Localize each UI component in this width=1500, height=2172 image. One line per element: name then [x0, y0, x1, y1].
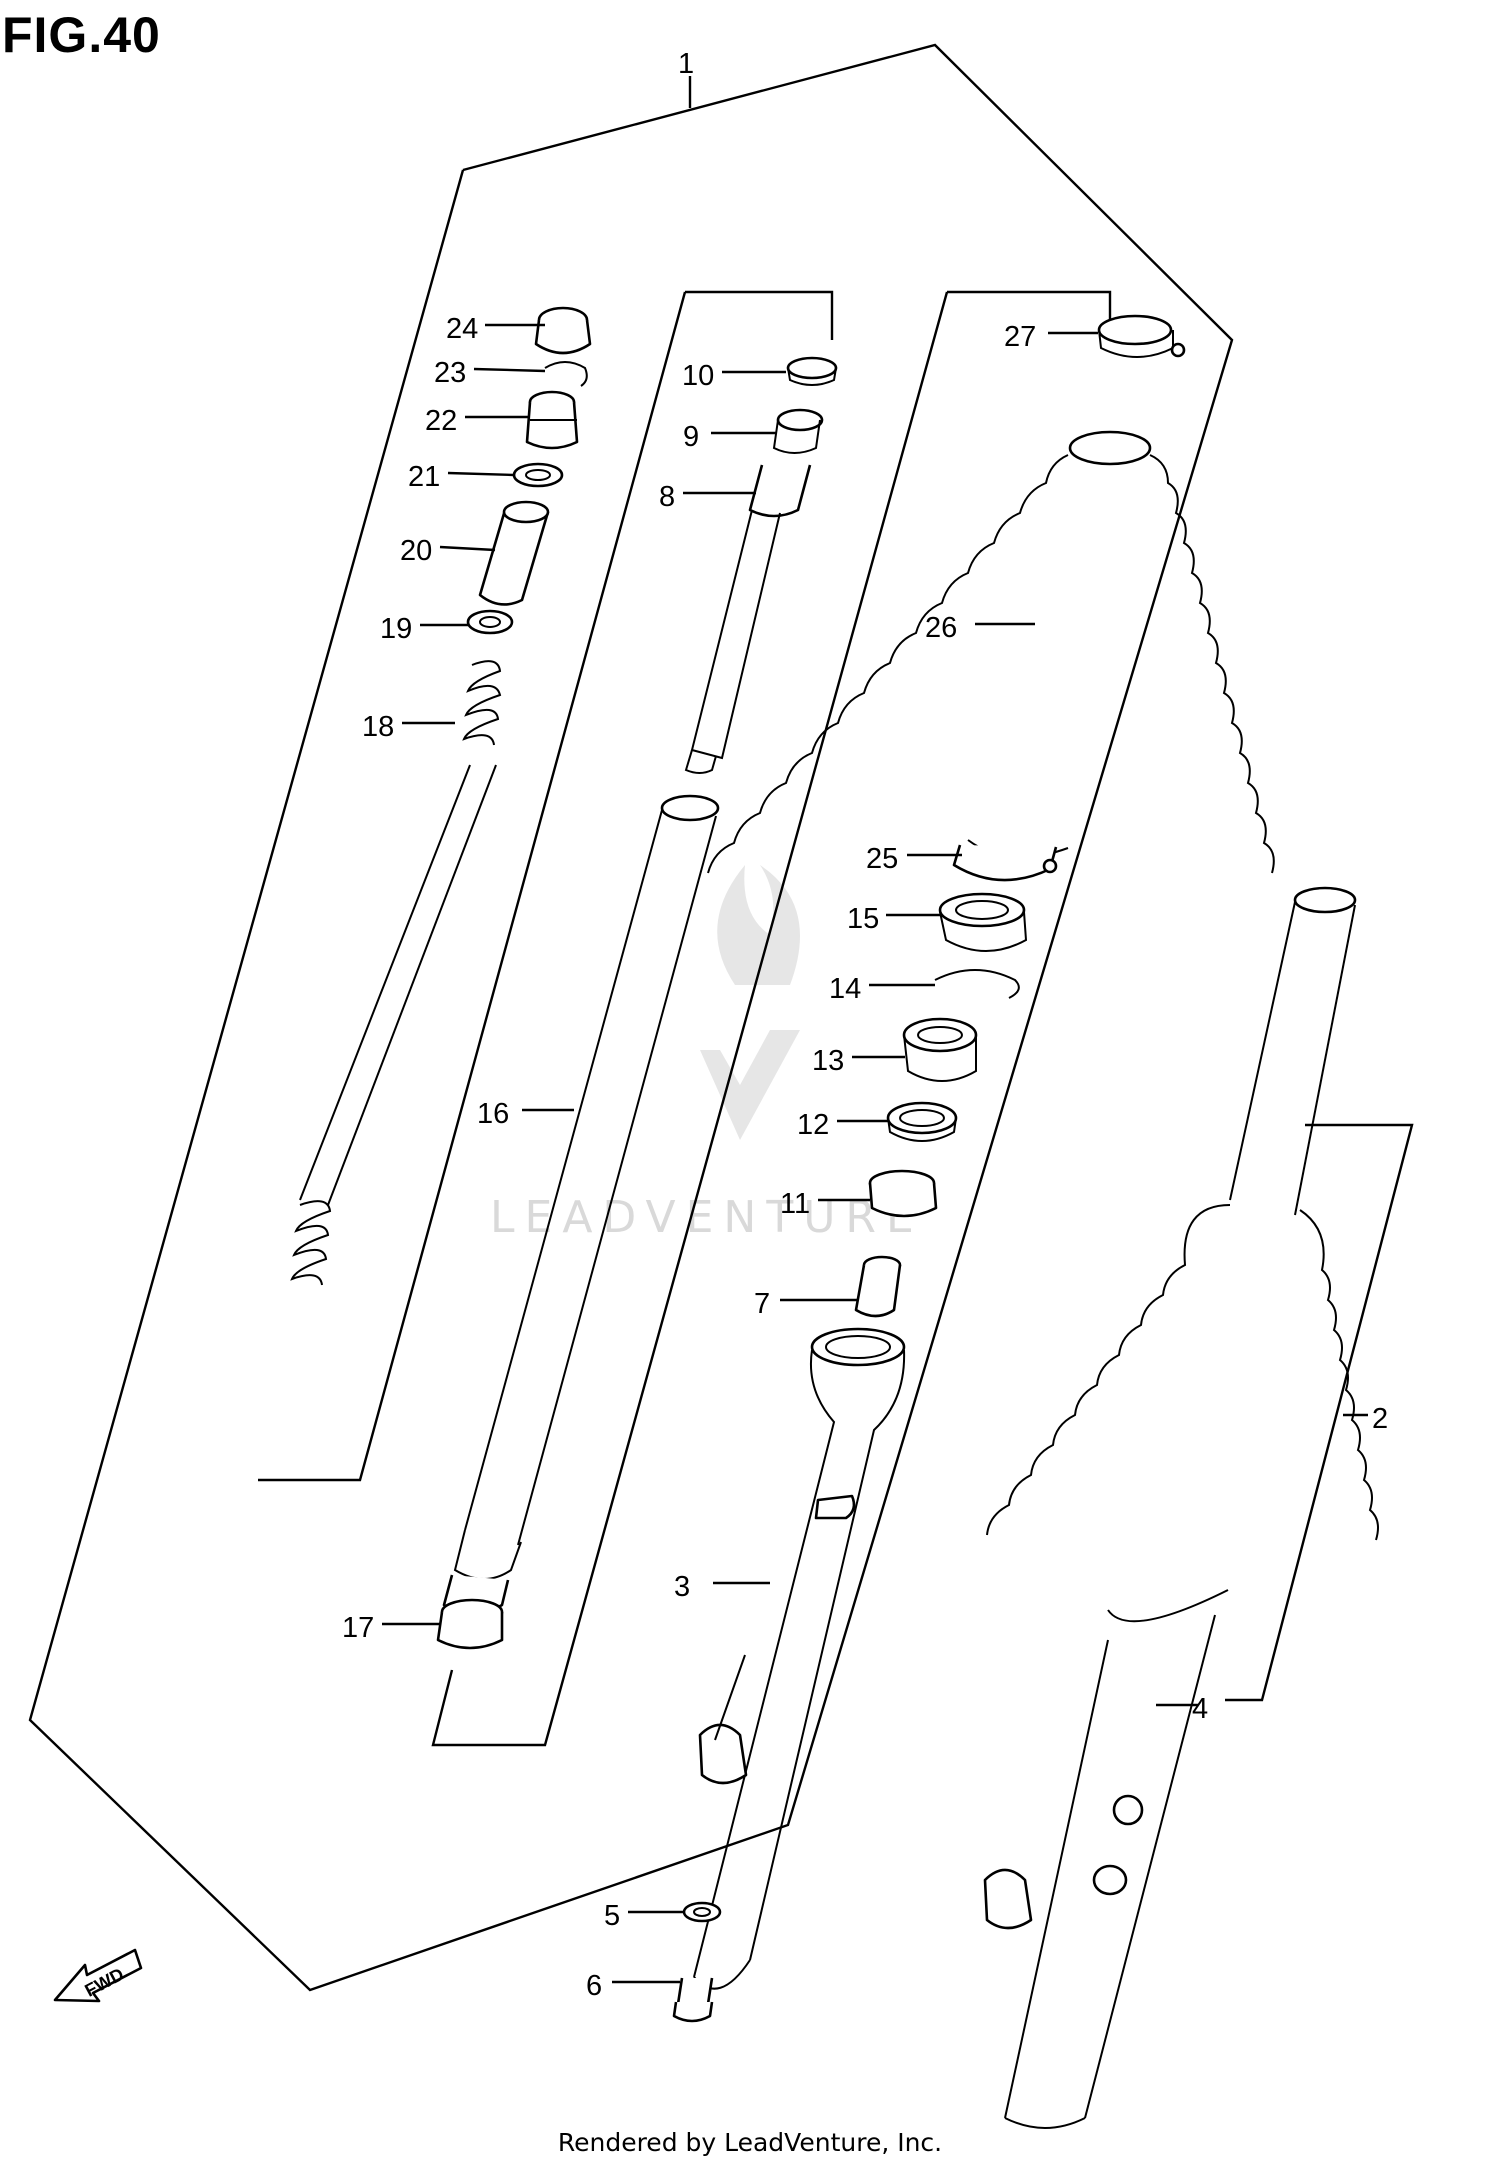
part-24-cap	[534, 306, 592, 355]
part-21-washer	[512, 462, 564, 488]
callout-25[interactable]: 25	[866, 843, 898, 875]
part-23-circlip	[544, 361, 588, 387]
part-15-dust-seal	[938, 892, 1028, 952]
part-19-washer	[466, 609, 514, 635]
callout-9[interactable]: 9	[683, 421, 699, 453]
footer-credit: Rendered by LeadVenture, Inc.	[557, 2128, 943, 2157]
callout-26[interactable]: 26	[925, 612, 957, 644]
callout-7[interactable]: 7	[754, 1288, 770, 1320]
callout-14[interactable]: 14	[829, 973, 861, 1005]
callout-22[interactable]: 22	[425, 405, 457, 437]
part-27-clamp	[1097, 314, 1186, 358]
group-box-damper	[685, 290, 834, 340]
part-5-washer	[682, 1901, 722, 1923]
callout-10[interactable]: 10	[682, 360, 714, 392]
part-22-plug	[525, 390, 579, 450]
callout-5[interactable]: 5	[604, 1900, 620, 1932]
callout-1[interactable]: 1	[678, 48, 694, 80]
part-12-washer	[886, 1101, 958, 1142]
callout-12[interactable]: 12	[797, 1109, 829, 1141]
part-6-bolt	[672, 1977, 714, 2023]
callout-27[interactable]: 27	[1004, 321, 1036, 353]
callout-15[interactable]: 15	[847, 903, 879, 935]
part-7-oil-lock-piece	[854, 1255, 902, 1318]
callout-20[interactable]: 20	[400, 535, 432, 567]
callout-4[interactable]: 4	[1192, 1693, 1208, 1725]
part-14-circlip	[934, 969, 1020, 999]
part-20-spacer	[478, 500, 550, 606]
callout-8[interactable]: 8	[659, 481, 675, 513]
part-25-clamp	[952, 844, 1058, 882]
fwd-direction-marker[interactable]: FWD	[53, 1948, 143, 2003]
callout-3[interactable]: 3	[674, 1571, 690, 1603]
part-18-spring	[290, 660, 502, 1286]
group-box-damper-lower	[258, 291, 687, 1482]
callout-2[interactable]: 2	[1372, 1403, 1388, 1435]
callout-6[interactable]: 6	[586, 1970, 602, 2002]
assembly-outline	[28, 43, 1234, 1992]
group-box-tube-lower	[431, 291, 949, 1747]
callout-19[interactable]: 19	[380, 613, 412, 645]
callout-11[interactable]: 11	[780, 1188, 810, 1220]
part-10-ring	[786, 356, 838, 386]
part-11-bushing	[868, 1169, 938, 1218]
callout-21[interactable]: 21	[408, 461, 440, 493]
part-16-inner-tube	[442, 794, 720, 1615]
arrow-forward-icon	[53, 1948, 143, 2003]
part-17-bushing	[436, 1598, 504, 1650]
leader-lines	[382, 323, 1368, 1984]
watermark-logo-icon	[700, 865, 800, 1140]
callout-17[interactable]: 17	[342, 1612, 374, 1644]
callout-18[interactable]: 18	[362, 711, 394, 743]
part-9-collar	[772, 408, 824, 454]
group-bracket-2-4	[1225, 1123, 1414, 1702]
figure-title: FIG.40	[2, 7, 161, 63]
part-4-outer-tube-assembly	[983, 886, 1379, 2129]
part-13-oil-seal	[902, 1017, 978, 1082]
callout-24[interactable]: 24	[446, 313, 478, 345]
part-8-damper-rod	[684, 464, 812, 774]
callout-labels: 1 2 3 4 5 6 7 8 9 10 11 12 13 14 15 16 1…	[342, 48, 1388, 2002]
callout-13[interactable]: 13	[812, 1045, 844, 1077]
callout-16[interactable]: 16	[477, 1098, 509, 1130]
part-3-outer-tube	[693, 1327, 906, 1990]
callout-23[interactable]: 23	[434, 357, 466, 389]
